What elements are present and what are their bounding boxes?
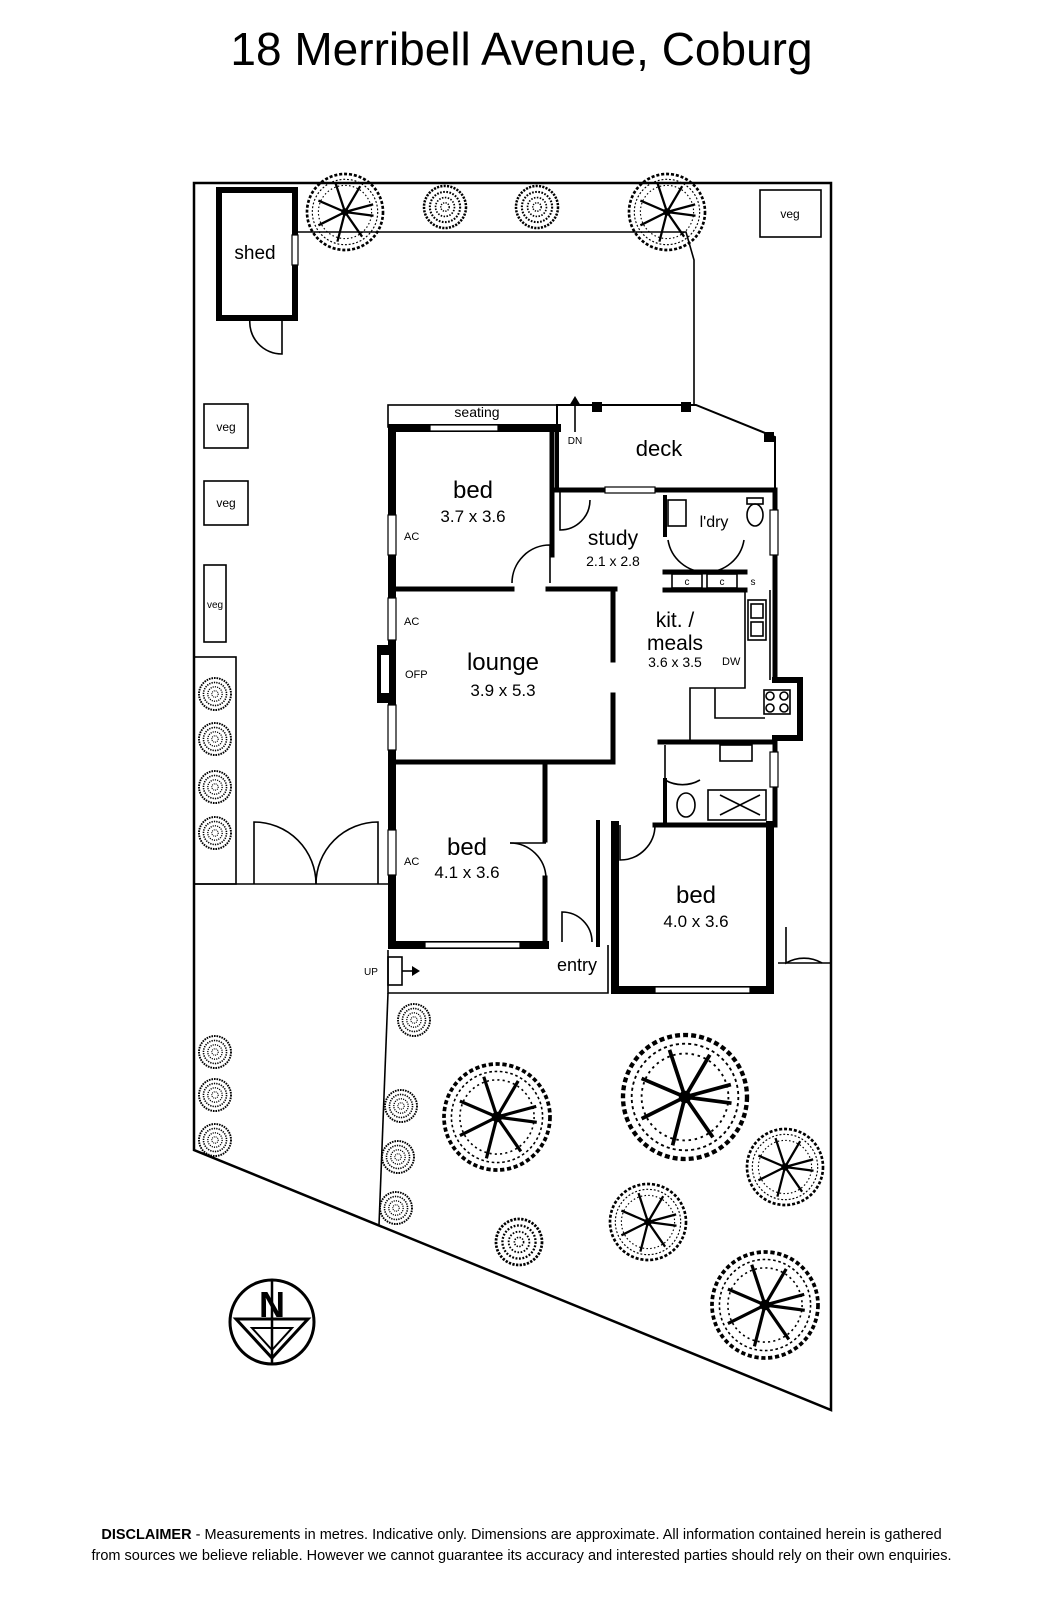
room-label-kitchen-1: kit. / <box>656 609 695 632</box>
property-boundary <box>192 181 833 1412</box>
entry-porch: UP entry <box>364 945 609 994</box>
veg-bed-4: veg <box>203 564 227 643</box>
shrub-12 <box>381 1140 415 1174</box>
tree-1 <box>307 174 383 250</box>
ac-label-2: AC <box>404 616 419 628</box>
shrub-14 <box>494 1217 544 1267</box>
room-label-bed-nw: bed <box>453 477 493 504</box>
seating-label: seating <box>454 404 499 420</box>
side-fence-2 <box>378 992 389 1226</box>
cupboard-label-1: c <box>685 577 690 588</box>
veg-bed-3: veg <box>203 480 249 526</box>
tree-4 <box>623 1035 747 1159</box>
dw-label: DW <box>722 656 741 668</box>
shed: shed <box>216 187 299 355</box>
interior-walls <box>389 425 778 948</box>
shrub-13 <box>379 1191 413 1225</box>
room-dims-bed-nw: 3.7 x 3.6 <box>440 507 505 526</box>
shelf-label: s <box>751 577 756 588</box>
toilet-icon-2 <box>676 792 696 818</box>
ofp-label: OFP <box>405 669 428 681</box>
room-dims-kitchen: 3.6 x 3.5 <box>648 654 702 670</box>
cupboard-label-2: c <box>720 577 725 588</box>
wet-area-fittings: l'dry c c s <box>667 497 767 821</box>
tree-5 <box>747 1129 823 1205</box>
hedge-strip <box>193 656 237 885</box>
shrub-8 <box>198 1035 232 1069</box>
tree-6 <box>610 1184 686 1260</box>
veg-label-3: veg <box>216 496 235 510</box>
shrub-1 <box>422 184 468 230</box>
entry-label: entry <box>557 955 597 975</box>
veg-bed-1: veg <box>759 189 822 238</box>
veg-bed-2: veg <box>203 403 249 449</box>
room-label-lounge: lounge <box>467 649 539 676</box>
room-label-kitchen-2: meals <box>647 632 703 655</box>
room-dims-lounge: 3.9 x 5.3 <box>470 681 535 700</box>
page-title: 18 Merribell Avenue, Coburg <box>230 23 813 75</box>
disclaimer-line-2: from sources we believe reliable. Howeve… <box>91 1548 952 1564</box>
up-label: UP <box>364 967 378 978</box>
shrub-4 <box>198 722 232 756</box>
garden-path <box>296 231 695 405</box>
down-label: DN <box>568 436 582 447</box>
shrub-3 <box>198 677 232 711</box>
room-dims-bed-se: 4.0 x 3.6 <box>663 912 728 931</box>
laundry-label: l'dry <box>700 514 729 531</box>
deck: deck <box>556 402 776 491</box>
tree-7 <box>712 1252 818 1358</box>
disclaimer: DISCLAIMER - Measurements in metres. Ind… <box>20 1525 1023 1567</box>
seating: seating <box>387 404 558 428</box>
ac-label-3: AC <box>404 856 419 868</box>
tree-3 <box>444 1064 550 1170</box>
veg-label-4: veg <box>207 600 223 611</box>
ac-units: AC AC AC <box>404 531 419 868</box>
toilet-icon <box>746 503 764 527</box>
shrub-10 <box>198 1123 232 1157</box>
veg-label-2: veg <box>216 420 235 434</box>
disclaimer-bold: DISCLAIMER <box>101 1527 192 1543</box>
down-arrow-icon: DN <box>568 396 582 447</box>
compass-label: N <box>259 1284 285 1325</box>
disclaimer-line-1: DISCLAIMER - Measurements in metres. Ind… <box>20 1525 1023 1546</box>
doors <box>253 492 823 965</box>
north-compass-icon: N <box>228 1278 316 1366</box>
deck-label: deck <box>636 436 683 461</box>
room-dims-study: 2.1 x 2.8 <box>586 553 640 569</box>
shed-label: shed <box>234 243 275 264</box>
disclaimer-text-1: - Measurements in metres. Indicative onl… <box>191 1527 942 1543</box>
kitchen-fittings: DW <box>689 590 791 740</box>
veg-label-1: veg <box>780 207 799 221</box>
fireplace: OFP <box>377 645 428 703</box>
shrub-6 <box>198 816 232 850</box>
trees <box>307 174 823 1358</box>
shrub-7 <box>397 1003 431 1037</box>
room-dims-bed-sw: 4.1 x 3.6 <box>434 863 499 882</box>
room-label-bed-sw: bed <box>447 834 487 861</box>
room-label-bed-se: bed <box>676 882 716 909</box>
shrub-11 <box>384 1089 418 1123</box>
shrub-2 <box>514 184 560 230</box>
windows <box>387 424 779 994</box>
ac-label-1: AC <box>404 531 419 543</box>
shrub-5 <box>198 770 232 804</box>
tree-2 <box>629 174 705 250</box>
room-label-study: study <box>588 527 639 550</box>
shrub-9 <box>198 1078 232 1112</box>
